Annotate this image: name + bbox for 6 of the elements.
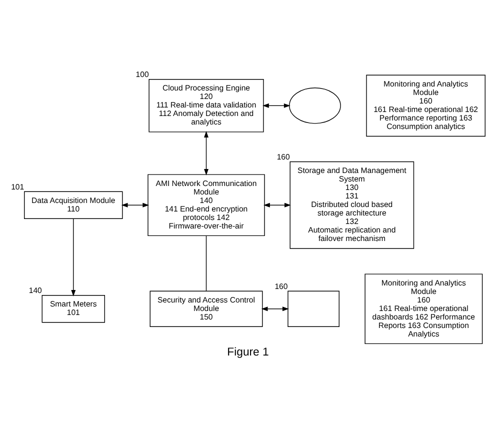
node-label: 101 — [11, 182, 24, 192]
caption: Figure 1 — [227, 346, 269, 359]
node-label: 160 — [274, 282, 288, 291]
node-label: 160 — [276, 152, 290, 162]
node-label: 140 — [28, 286, 42, 296]
node-label: 100 — [136, 70, 149, 80]
